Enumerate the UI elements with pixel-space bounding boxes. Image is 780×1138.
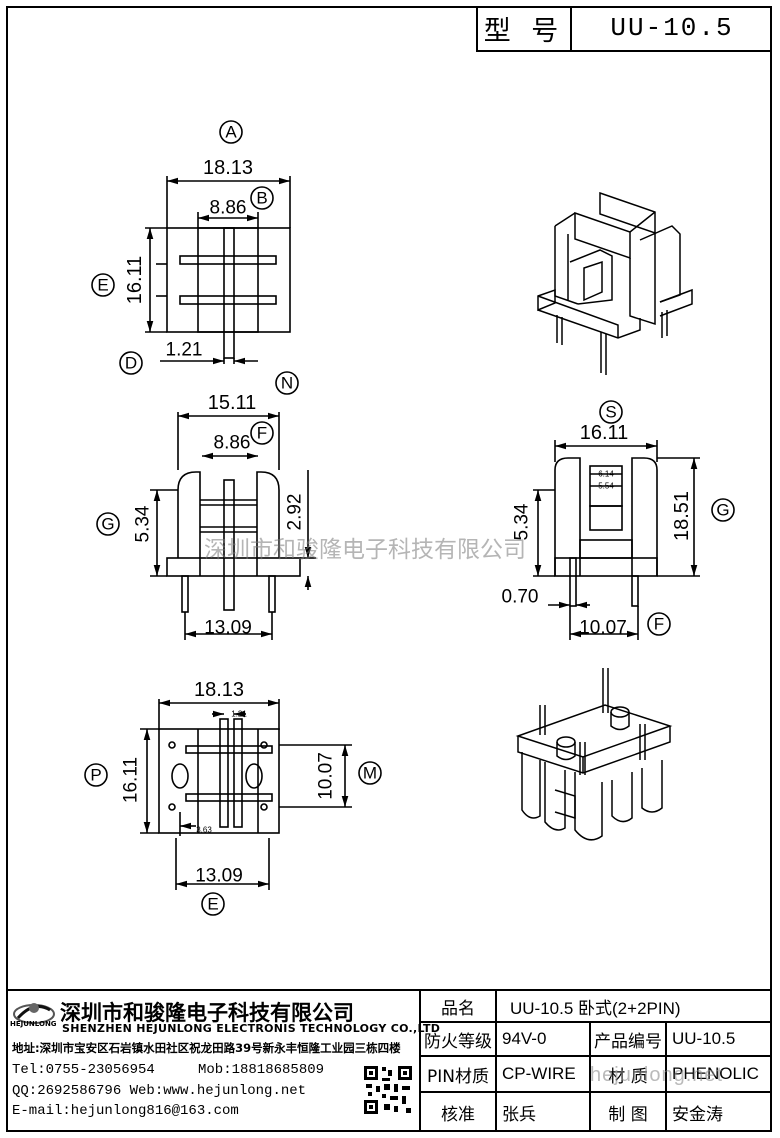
dim-side-height: 18.51 (671, 491, 693, 541)
letter-n: N (281, 374, 293, 393)
top-view (91, 120, 291, 375)
dim-bottom-width: 18.13 (194, 679, 244, 701)
logo-text: HEJUNLONG (10, 1020, 57, 1028)
watermark-company: 深圳市和骏隆电子科技有限公司 (204, 537, 526, 563)
company-name-en: SHENZHEN HEJUNLONG ELECTRONIS TECHNOLOGY… (62, 1022, 441, 1035)
company-address: 地址:深圳市宝安区石岩镇水田社区祝龙田路39号新永丰恒隆工业园三栋四楼 (12, 1041, 401, 1055)
front-view (96, 371, 316, 640)
bottom-view (84, 699, 382, 916)
dim-front-width: 15.11 (208, 392, 257, 414)
watermark-site: hejunlong.net (590, 1064, 724, 1086)
dim-front-height: 5.34 (133, 505, 154, 542)
iso-view-top (537, 191, 693, 375)
dim-bottom-hole: 3.63 (196, 826, 212, 835)
letter-e: E (97, 276, 108, 295)
spec-product-no-value: UU-10.5 (672, 1029, 736, 1048)
letter-f: F (257, 424, 267, 443)
letter-d: D (125, 354, 137, 373)
company-email: E-mail:hejunlong816@163.com (12, 1103, 239, 1119)
dim-front-bobbin: 8.86 (214, 433, 251, 454)
dim-side-pin-dia: 0.70 (502, 587, 539, 608)
dim-bottom-depth: 16.11 (121, 757, 142, 803)
company-tel: Tel:0755-23056954 (12, 1062, 155, 1078)
spec-name-value: UU-10.5 卧式(2+2PIN) (510, 998, 681, 1018)
spec-drawn-value: 安金涛 (672, 1104, 723, 1124)
model-label: 型 号 (476, 6, 570, 52)
qr-code (362, 1064, 414, 1116)
spec-product-no-label: 产品编号 (594, 1031, 662, 1052)
company-name-cn: 深圳市和骏隆电子科技有限公司 (60, 1001, 354, 1025)
spec-drawn-label: 制 图 (608, 1104, 648, 1125)
dim-front-base: 2.92 (285, 494, 306, 531)
dim-bottom-pin: 1.21 (231, 710, 247, 719)
spec-name-label: 品名 (441, 998, 475, 1019)
dim-top-pin: 1.21 (166, 340, 203, 361)
dim-top-width: 18.13 (203, 157, 253, 179)
company-qq-web: QQ:2692586796 Web:www.hejunlong.net (12, 1083, 307, 1099)
spec-material-value: PHENOLIC (672, 1064, 759, 1083)
dim-top-depth: 16.11 (124, 256, 146, 305)
spec-material-label: 材 质 (608, 1066, 648, 1087)
letter-p: P (90, 766, 101, 785)
letter-b: B (256, 189, 267, 208)
letter-s: S (605, 403, 616, 422)
letter-g: G (101, 515, 114, 534)
dim-side-base: 5.34 (512, 503, 533, 540)
letter-e-bottom: E (207, 895, 218, 914)
letter-f-side: F (654, 615, 664, 634)
letter-m: M (363, 764, 377, 783)
dim-top-bobbin: 8.86 (210, 198, 247, 219)
dim-front-pitch: 13.09 (204, 618, 252, 639)
iso-view-bottom (515, 668, 673, 841)
spec-pin-label: PIN材质 (427, 1066, 489, 1087)
side-view (533, 400, 735, 640)
letter-g-side: G (716, 501, 729, 520)
spec-fire-label: 防火等级 (424, 1031, 492, 1052)
dim-side-pitch: 10.07 (579, 618, 627, 639)
dim-bottom-pitch-y: 10.07 (316, 752, 337, 800)
dim-bottom-pitch-x: 13.09 (195, 866, 243, 887)
spec-pin-value: CP-WIRE (502, 1064, 576, 1083)
dim-side-window-a: 6.14 (598, 470, 614, 479)
spec-fire-value: 94V-0 (502, 1029, 547, 1048)
drawing-sheet (6, 6, 772, 1132)
model-value: UU-10.5 (570, 6, 772, 52)
company-logo: HEJUNLONG (10, 996, 57, 1032)
letter-a: A (225, 123, 237, 142)
company-mob: Mob:18818685809 (198, 1062, 325, 1078)
dim-side-window-b: 5.54 (598, 482, 614, 491)
spec-approve-value: 张兵 (502, 1104, 536, 1124)
dim-side-width: 16.11 (580, 422, 629, 444)
spec-approve-label: 核准 (441, 1104, 475, 1125)
